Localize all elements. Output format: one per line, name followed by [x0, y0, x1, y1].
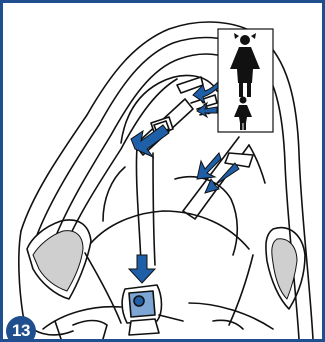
step-number-badge: 13: [6, 316, 36, 342]
size-guide-panel: [218, 29, 273, 132]
car-seat-illustration: [3, 3, 322, 339]
lap-belt: [183, 137, 249, 219]
arrow-down: [129, 255, 155, 283]
